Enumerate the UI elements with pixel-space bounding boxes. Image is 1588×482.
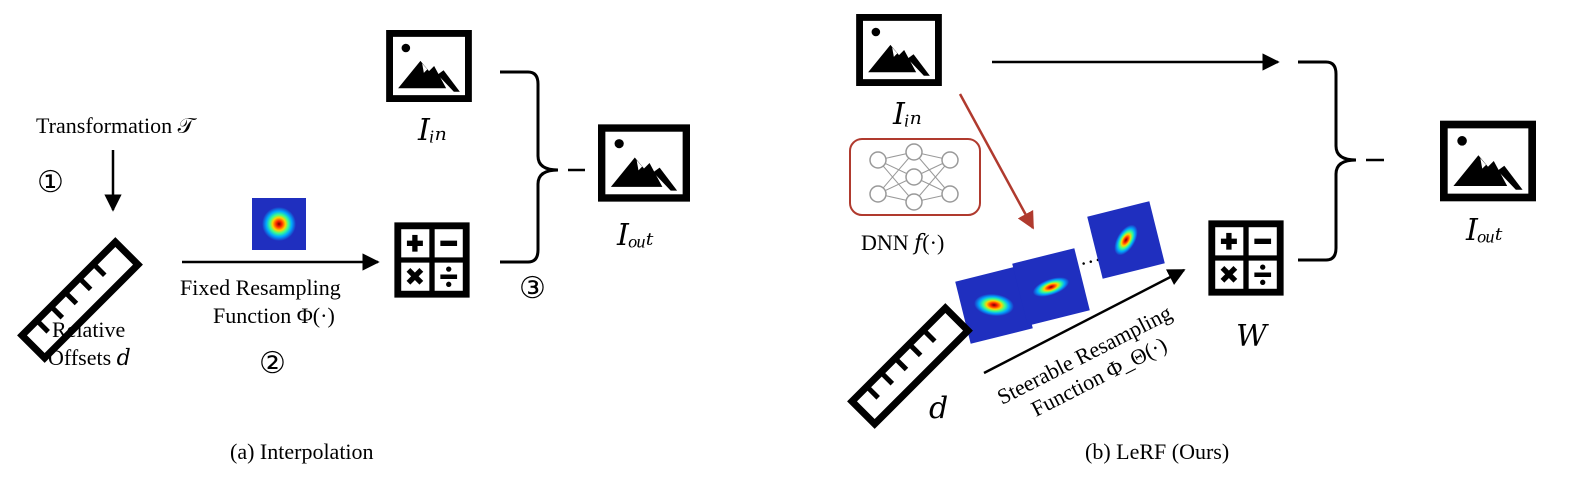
steerable-kernel-3 [1087, 201, 1165, 279]
input-image-icon [390, 33, 469, 98]
input-image-icon-right [860, 17, 939, 82]
dnn-icon [849, 138, 981, 216]
input-label-right: 𝐼ᵢₙ [892, 98, 922, 131]
input-label: 𝐼ᵢₙ [417, 114, 447, 147]
steerable-kernel-1 [955, 266, 1033, 344]
calculator-icon-right [1212, 224, 1280, 292]
offsets-label-line2: Offsets 𝑑 [48, 345, 131, 370]
steerable-kernel-2 [1012, 248, 1090, 326]
combine-brace-right [1298, 60, 1357, 262]
fixed-function-line1: Fixed Resampling [180, 275, 341, 300]
fixed-function-line2: Function Φ(·) [213, 303, 335, 328]
step-3-marker: ③ [519, 272, 546, 305]
weights-label-right: 𝑊 [1236, 320, 1269, 353]
output-image-icon [602, 128, 687, 198]
output-label: 𝐼ₒᵤₜ [616, 219, 654, 252]
dnn-arrow [958, 93, 1035, 230]
ruler-icon-right [852, 308, 968, 424]
step-1-marker: ① [37, 166, 64, 199]
offsets-label-right: 𝑑 [929, 392, 948, 425]
output-image-icon-right [1444, 125, 1532, 198]
panel-interpolation: Transformation 𝒯 ① Relative Offsets 𝑑 Fi… [22, 33, 686, 464]
calculator-icon [398, 226, 466, 294]
caption-interpolation: (a) Interpolation [230, 439, 374, 464]
transformation-label: Transformation 𝒯 [36, 113, 198, 138]
steerable-function-arrow [983, 268, 1186, 375]
combine-brace [500, 70, 559, 264]
offsets-label-line1: Relative [52, 317, 125, 342]
caption-lerf: (b) LeRF (Ours) [1085, 439, 1229, 464]
output-label-right: 𝐼ₒᵤₜ [1465, 214, 1503, 247]
fixed-kernel-heatmap [252, 198, 306, 250]
dnn-label: DNN 𝑓(·) [861, 230, 944, 255]
step-2-marker: ② [259, 347, 286, 380]
panel-lerf: 𝐼ᵢₙ DNN 𝑓(·) [850, 17, 1532, 464]
